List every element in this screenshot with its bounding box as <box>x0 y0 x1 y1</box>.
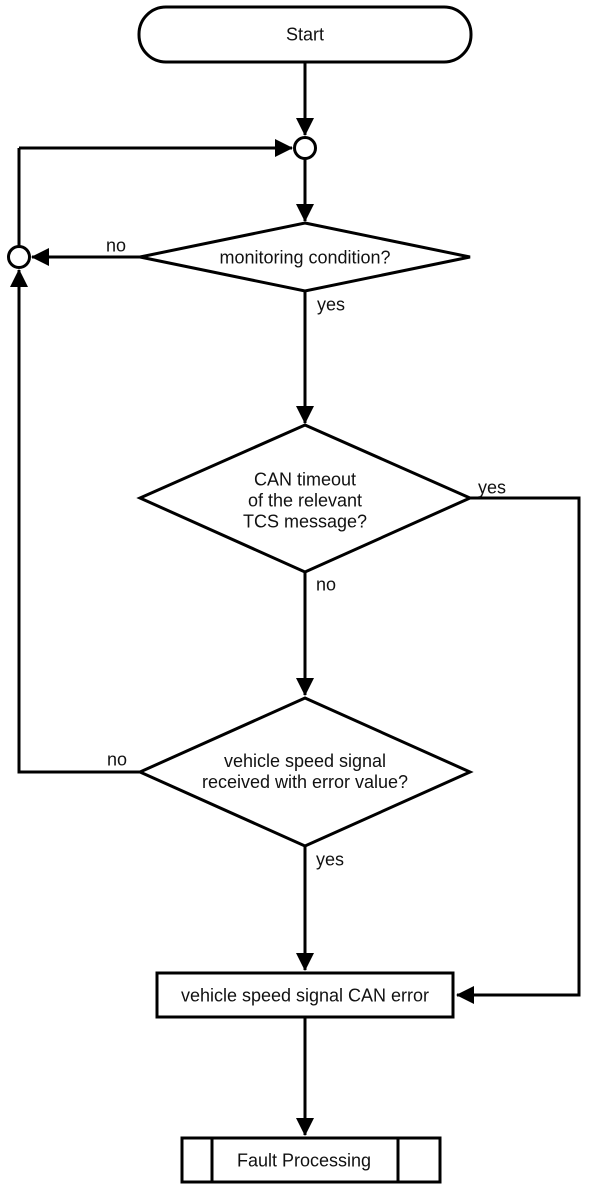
decision-can-timeout-line1: CAN timeout <box>253 469 357 490</box>
branch-label-monitoring-no: no <box>105 235 127 256</box>
branch-label-vehicle-speed-no: no <box>106 749 128 770</box>
start-terminator-shape <box>137 5 473 64</box>
junction-left-connector <box>7 245 31 269</box>
process-can-error-shape <box>155 971 455 1019</box>
branch-label-can-timeout-yes: yes <box>477 477 507 498</box>
decision-monitoring-label: monitoring condition? <box>219 247 391 268</box>
branch-label-can-timeout-no: no <box>315 574 337 595</box>
decision-vehicle-speed-shape <box>136 696 474 848</box>
decision-vehicle-speed-label: vehicle speed signal received with error… <box>202 751 408 793</box>
branch-label-monitoring-yes: yes <box>316 294 346 315</box>
decision-can-timeout-line2: of the relevant <box>247 490 363 511</box>
junction-top-connector <box>293 136 317 160</box>
decision-vehicle-speed-line2: received with error value? <box>201 772 409 792</box>
decision-can-timeout-shape <box>136 423 474 574</box>
edge-decision-vehicle-speed-no <box>9 269 140 774</box>
decision-vehicle-speed-line1: vehicle speed signal <box>223 751 387 771</box>
decision-can-timeout-line3: TCS message? <box>242 511 368 532</box>
decision-can-timeout-label: CAN timeout of the relevant TCS message? <box>243 470 367 533</box>
process-can-error-label: vehicle speed signal CAN error <box>180 985 430 1006</box>
start-label: Start <box>285 24 325 45</box>
edge-decision-can-timeout-yes <box>456 496 581 1004</box>
decision-monitoring-shape <box>139 221 471 293</box>
branch-label-vehicle-speed-yes: yes <box>315 849 345 870</box>
predefined-fault-processing-label: Fault Processing <box>236 1150 372 1171</box>
